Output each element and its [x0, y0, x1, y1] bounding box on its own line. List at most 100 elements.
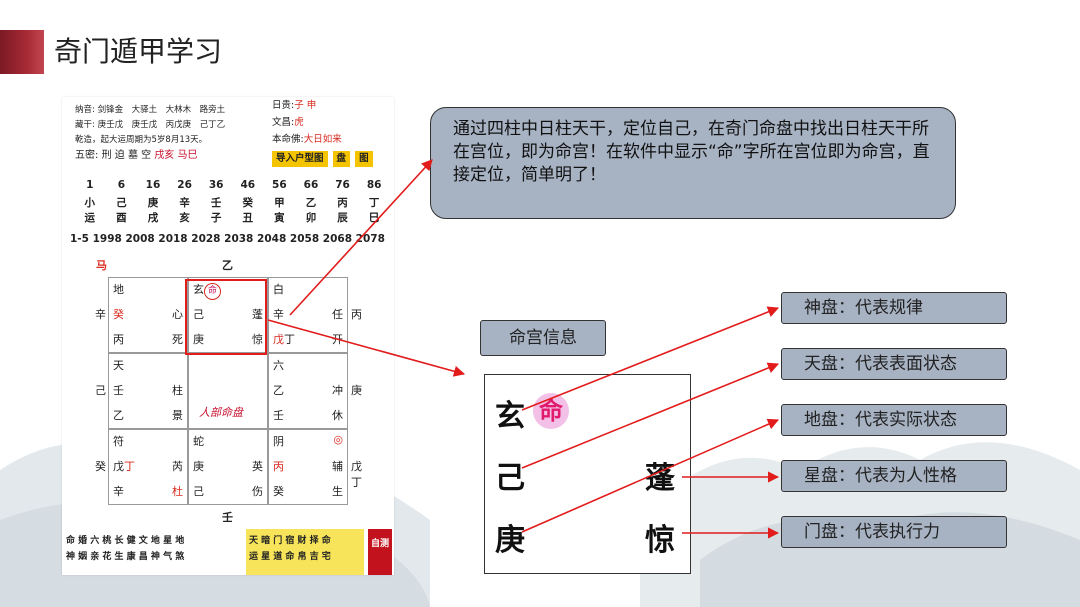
branches_row-cell: 卯 — [305, 212, 317, 224]
palace-l3a: 癸 — [273, 485, 284, 498]
explanation-callout: 通过四柱中日柱天干，定位自己，在奇门命盘中找出日柱天干所在宫位，即为命宫！在软件… — [430, 107, 956, 219]
horse-marker: 马 — [96, 259, 107, 272]
outer-left-stem: 癸 — [95, 460, 106, 473]
branches_row-cell: 子 — [210, 212, 222, 224]
palace-cell[interactable]: 阴◎丙辅癸生戊丁 — [268, 429, 362, 505]
palace-l2a2: 丁 — [124, 460, 135, 473]
palace-cell[interactable]: 天壬 柱乙 景 己 — [95, 353, 188, 429]
function-menu: 命 婚 六 桃 长 健 文 地 星 地 神 姻 亲 花 生 康 昌 神 气 煞 … — [62, 529, 394, 575]
slide-title: 奇门遁甲学习 — [54, 35, 223, 68]
palace-l2b: 英 — [252, 460, 263, 473]
legend-dipan: 地盘：代表实际状态 — [781, 404, 1007, 436]
palace-cell[interactable]: 地癸心丙死辛 — [95, 277, 188, 353]
palace-l1a: 地 — [113, 283, 124, 296]
palace-l2a: 壬 — [113, 384, 124, 397]
branches_row-cell: 酉 — [116, 212, 127, 224]
palace-l3b: 生 — [332, 485, 343, 498]
import-floorplan-button[interactable]: 导入户型图 — [272, 151, 328, 167]
branches-row: 运酉戌亥子丑寅卯辰巳 — [74, 210, 390, 225]
menu-group-left[interactable]: 命 婚 六 桃 长 健 文 地 星 地 神 姻 亲 花 生 康 昌 神 气 煞 — [66, 536, 185, 562]
center-label: 人部命盘 — [199, 406, 243, 419]
stems_row-cell: 癸 — [242, 197, 254, 209]
palace-l3a: 乙 — [113, 409, 124, 422]
palace-l1a: 阴 — [273, 435, 284, 448]
palace-l2b: 心 — [172, 308, 183, 321]
ages-cell: 36 — [208, 179, 224, 191]
palace-cell[interactable]: 符戊丁芮辛杜癸 — [95, 429, 188, 505]
ages-cell: 1 — [86, 179, 94, 191]
palace-cell[interactable]: 蛇庚英己伤 — [188, 429, 268, 505]
stems_row-cell: 小 — [84, 197, 96, 209]
ages-cell: 76 — [335, 179, 350, 191]
stems_row-cell: 庚 — [147, 197, 159, 209]
stems_row-cell: 辛 — [179, 197, 190, 209]
outer-right-stem: 庚 — [351, 384, 362, 397]
pan-button[interactable]: 盘 — [332, 151, 351, 167]
stems_row-cell: 甲 — [274, 197, 285, 209]
zoom-peng: 蓬 — [645, 461, 675, 496]
palace-l3a: 丙 — [113, 333, 124, 346]
canggan-row: 藏干: 庚壬戊 庚壬戊 丙戊庚 己丁乙 — [75, 120, 226, 130]
palace-l2b: 柱 — [172, 384, 183, 397]
ming-mark: 命 — [204, 283, 221, 300]
palace-l3a: 己 — [193, 485, 204, 498]
outer-left-stem: 己 — [95, 384, 106, 397]
ming-palace-highlight — [185, 279, 267, 355]
zoom-ming-mark: 命 — [533, 393, 569, 429]
palace-l2b: 芮 — [172, 460, 183, 473]
stems_row-cell: 己 — [116, 197, 127, 209]
wumi-row: 五密: 刑 迫 墓 空 戌亥 马巳 — [75, 150, 198, 161]
zoom-ji: 己 — [495, 461, 525, 496]
palace-cell[interactable]: 六乙冲壬休庚 — [268, 353, 362, 429]
palace-l2a: 戊 — [113, 460, 124, 473]
ages-cell: 46 — [240, 179, 256, 191]
ages-cell: 86 — [366, 179, 382, 191]
dayun-row: 乾造，起大运周期为5岁8月13天。 — [75, 135, 208, 145]
branches_row-cell: 戌 — [147, 212, 159, 224]
zoom-jing: 惊 — [645, 523, 675, 558]
palace-l1a: 六 — [273, 359, 284, 372]
palace-cell[interactable]: 玄命己蓬庚惊 — [188, 277, 268, 353]
self-test-button[interactable]: 自测 — [368, 529, 392, 575]
branches_row-cell: 运 — [84, 212, 96, 224]
stems_row-cell: 乙 — [305, 197, 317, 209]
palace-l3a: 庚 — [193, 333, 204, 346]
palace-l1a: 符 — [113, 435, 124, 448]
palace-l3a2: 丁 — [284, 333, 295, 346]
title-accent-bar — [0, 30, 44, 74]
palace-l2b: 任 — [332, 308, 343, 321]
stems-row: 小己庚辛壬癸甲乙丙丁 — [74, 195, 390, 210]
palace-l2b: 冲 — [332, 384, 343, 397]
palace-l2a: 己 — [193, 308, 204, 321]
tu-button[interactable]: 图 — [355, 151, 373, 167]
legend-shenpan: 神盘：代表规律 — [781, 292, 1007, 324]
palace-l1a: 天 — [113, 359, 124, 372]
menu-group-yellow[interactable]: 天 暗 门 宿 财 择 命 运 星 道 命 帛 吉 宅 — [246, 529, 364, 575]
branches_row-cell: 巳 — [368, 212, 380, 224]
legend-xingpan: 星盘：代表为人性格 — [781, 460, 1007, 492]
side-info: 日贵:子 申 文昌:虎 本命佛:大日如来 导入户型图 盘 图 — [272, 97, 375, 167]
branches_row-cell: 亥 — [179, 212, 190, 224]
palace-l3b: 开 — [332, 333, 343, 346]
ages-cell: 56 — [272, 179, 287, 191]
zoom-geng: 庚 — [495, 523, 525, 558]
branches_row-cell: 寅 — [274, 212, 285, 224]
palace-l3b: 景 — [172, 409, 183, 422]
nayin-row: 纳音: 剑锋金 大驿土 大林木 路旁土 — [75, 105, 226, 115]
palace-l2b: 蓬 — [252, 308, 263, 321]
palace-l3b: 死 — [172, 333, 183, 346]
zoom-xuan: 玄 — [495, 399, 525, 434]
stems_row-cell: 丙 — [337, 197, 348, 209]
palace-l3a: 戊 — [273, 333, 284, 346]
bazi-info: 纳音: 剑锋金 大驿土 大林木 路旁土 藏干: 庚壬戊 庚壬戊 丙戊庚 己丁乙 … — [75, 103, 265, 163]
palace-l1a: 白 — [273, 283, 284, 296]
palace-l1a: 玄 — [193, 283, 204, 296]
palace-l1a: 蛇 — [193, 435, 204, 448]
palace-l3b: 伤 — [252, 485, 263, 498]
bottom-stem: 壬 — [222, 511, 233, 524]
palace-l2b: 辅 — [332, 460, 343, 473]
palace-cell[interactable]: 人部命盘 — [188, 353, 268, 429]
palace-cell[interactable]: 白辛任戊丁开丙 — [268, 277, 362, 353]
branches_row-cell: 辰 — [337, 212, 348, 224]
